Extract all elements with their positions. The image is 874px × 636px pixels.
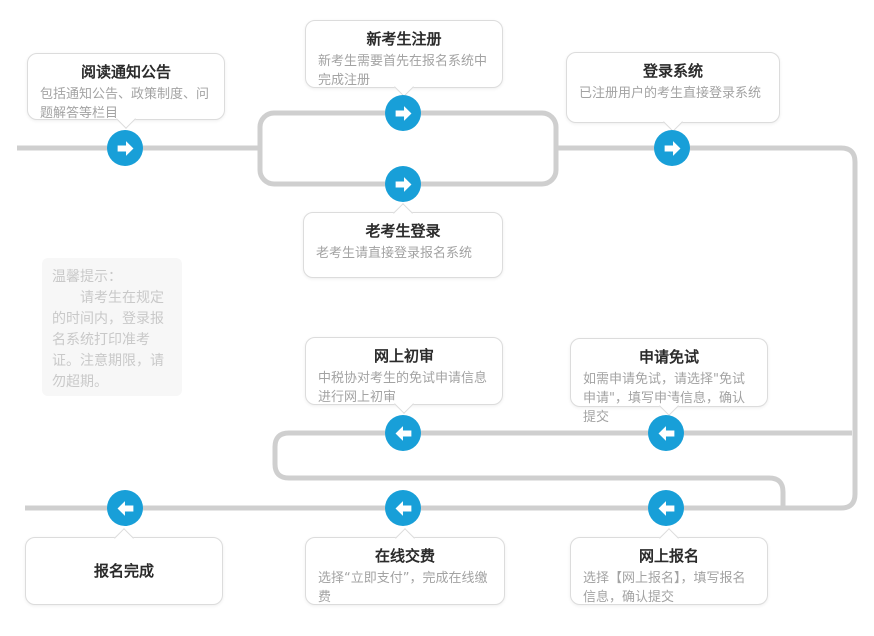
step-card-complete: 报名完成 <box>25 528 223 605</box>
step-title: 报名完成 <box>93 562 154 580</box>
step-desc: 已注册用户的考生直接登录系统 <box>579 86 762 101</box>
step-card-apply-exemption: 申请免试 如需申请免试，请选择"免试申请"，填写申请信息，确认提交 <box>570 338 768 425</box>
line-main-path <box>25 145 858 511</box>
arrow-right-icon <box>654 130 690 166</box>
step-title: 阅读通知公告 <box>80 63 171 81</box>
step-desc: 如需申请免试，请选择"免试申请"，填写申请信息，确认提交 <box>583 372 745 425</box>
step-title: 在线交费 <box>374 547 435 565</box>
step-desc: 新考生需要首先在报名系统中完成注册 <box>318 54 488 88</box>
arrow-left-icon <box>385 415 421 451</box>
arrow-left-icon <box>648 415 684 451</box>
step-card-new-register: 新考生注册 新考生需要首先在报名系统中完成注册 <box>305 20 503 97</box>
tips-heading: 温馨提示： <box>52 269 122 285</box>
step-desc: 老考生请直接登录报名系统 <box>316 246 473 261</box>
step-title: 网上报名 <box>638 547 699 565</box>
step-desc: 选择“立即支付”，完成在线缴费 <box>318 571 488 605</box>
arrow-left-icon <box>385 490 421 526</box>
tips-note: 温馨提示： 请考生在规定的时间内，登录报名系统打印准考证。注意期限，请勿超期。 <box>42 258 182 396</box>
step-desc: 包括通知公告、政策制度、问题解答等栏目 <box>40 87 210 121</box>
arrow-right-icon <box>385 166 421 202</box>
arrow-right-icon <box>385 95 421 131</box>
arrow-left-icon <box>107 490 143 526</box>
step-card-online-review: 网上初审 中税协对考生的免试申请信息进行网上初审 <box>305 337 503 414</box>
step-card-login-system: 登录系统 已注册用户的考生直接登录系统 <box>566 52 780 132</box>
step-title: 网上初审 <box>373 347 434 365</box>
line-exemption-path <box>272 430 852 508</box>
arrow-right-icon <box>107 130 143 166</box>
step-title: 新考生注册 <box>366 30 442 48</box>
arrow-left-icon <box>648 490 684 526</box>
step-title: 登录系统 <box>642 62 703 80</box>
step-desc: 中税协对考生的免试申请信息进行网上初审 <box>318 371 488 405</box>
step-desc: 选择【网上报名】，填写报名信息，确认提交 <box>583 571 746 605</box>
step-title: 申请免试 <box>638 348 699 366</box>
step-card-online-register: 网上报名 选择【网上报名】，填写报名信息，确认提交 <box>570 528 768 605</box>
step-card-old-login: 老考生登录 老考生请直接登录报名系统 <box>303 203 503 278</box>
tips-body: 请考生在规定的时间内，登录报名系统打印准考证。注意期限，请勿超期。 <box>52 290 164 390</box>
step-card-read-notice: 阅读通知公告 包括通知公告、政策制度、问题解答等栏目 <box>27 53 225 129</box>
step-title: 老考生登录 <box>365 222 441 240</box>
step-card-online-payment: 在线交费 选择“立即支付”，完成在线缴费 <box>305 528 505 605</box>
